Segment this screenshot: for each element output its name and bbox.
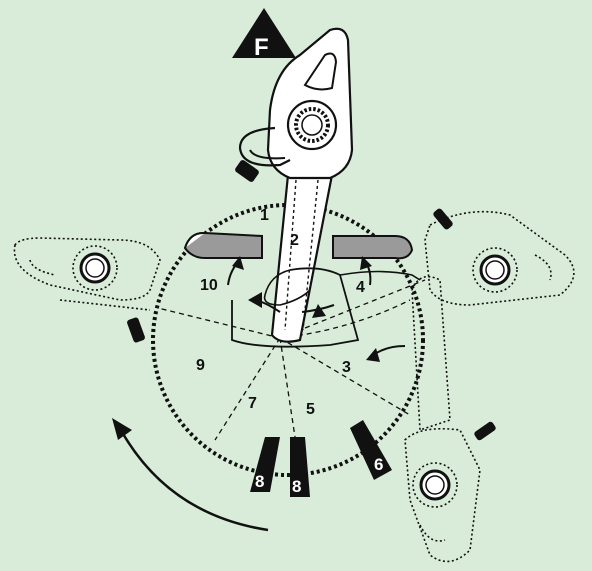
wedge-markers: 8 8 6	[250, 420, 392, 497]
sector-label-3: 3	[342, 359, 351, 376]
right-chainsaw-outline	[425, 207, 574, 305]
right-notch-bar	[333, 236, 412, 258]
svg-text:8: 8	[255, 472, 264, 491]
top-chainsaw	[234, 29, 352, 342]
svg-text:8: 8	[292, 477, 301, 496]
left-notch-bar	[185, 233, 262, 258]
lower-right-chainsaw-outline	[405, 277, 497, 562]
sector-label-1: 1	[260, 207, 269, 224]
sector-label-7: 7	[248, 395, 257, 412]
left-chainsaw-outline	[14, 238, 160, 343]
warning-triangle-icon: F	[232, 8, 296, 61]
sector-label-9: 9	[196, 357, 205, 374]
svg-text:F: F	[254, 34, 269, 61]
sector-label-4: 4	[356, 279, 365, 296]
sector-label-2: 2	[290, 232, 299, 249]
wedge-6	[350, 420, 392, 480]
svg-text:6: 6	[374, 455, 383, 474]
sector-label-5: 5	[306, 401, 315, 418]
sector-label-10: 10	[200, 277, 218, 294]
